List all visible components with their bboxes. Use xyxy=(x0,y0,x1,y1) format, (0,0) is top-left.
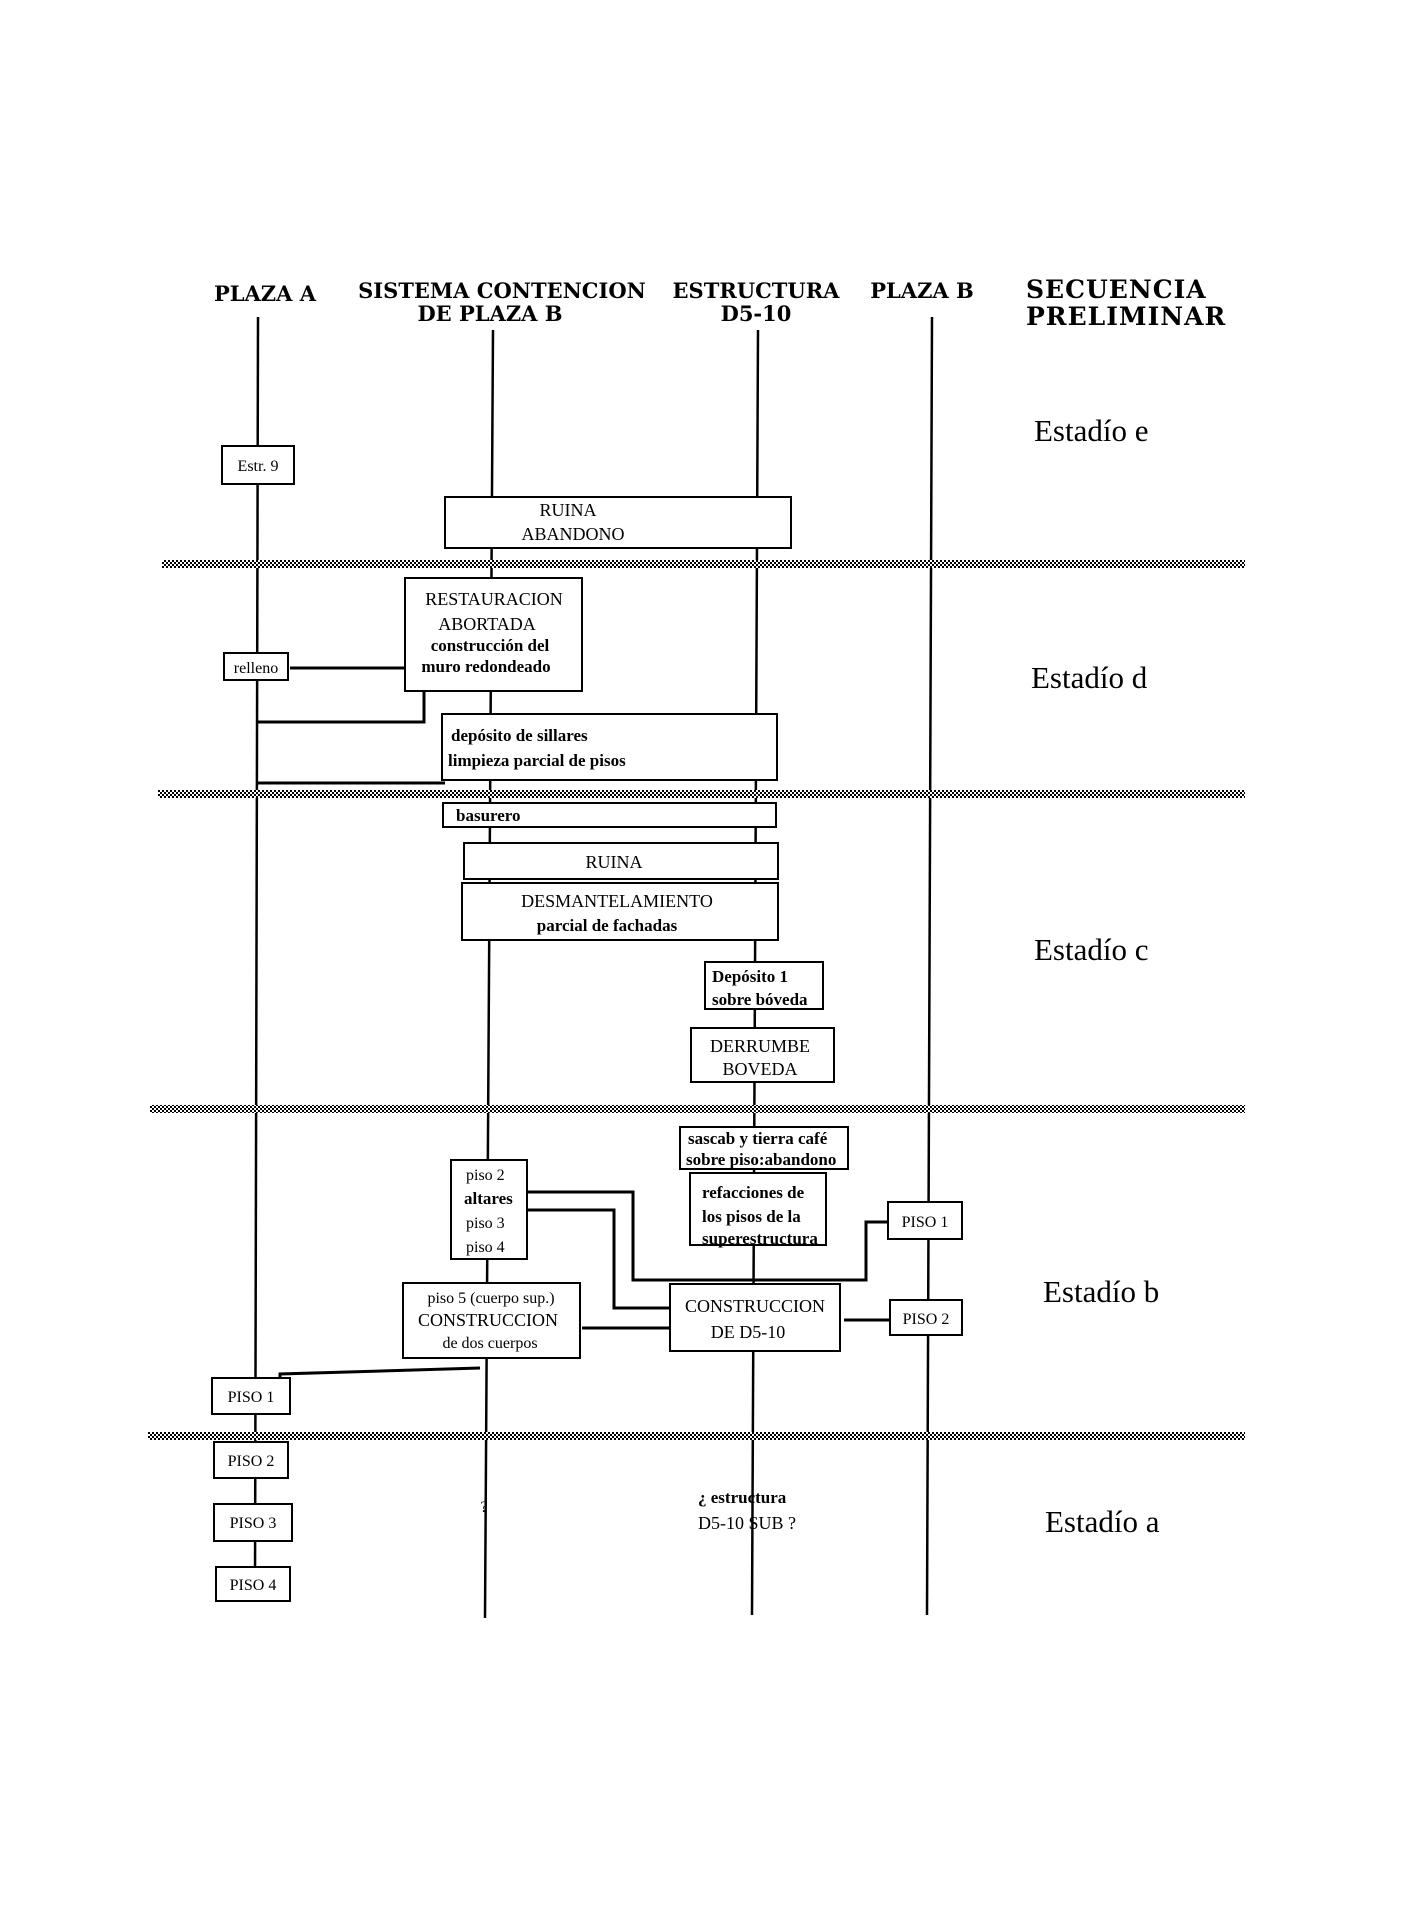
separator-d-c xyxy=(158,790,1245,798)
header-secuencia-line1: SECUENCIA xyxy=(1026,275,1207,304)
text-piso4: piso 4 xyxy=(466,1239,505,1256)
text-piso5-1: piso 5 (cuerpo sup.) xyxy=(427,1290,554,1307)
separator-e-d xyxy=(162,560,1245,568)
connector-piso5-plazaa xyxy=(278,1366,481,1390)
text-deposito1-2: sobre bóveda xyxy=(712,990,808,1009)
connector-plazaa-restauracion xyxy=(258,690,426,724)
stage-a: Estadío a xyxy=(1045,1504,1160,1539)
box-plazaa-piso3 xyxy=(213,1503,293,1542)
box-plazab-piso2 xyxy=(889,1299,963,1336)
box-piso2-altares xyxy=(450,1159,528,1260)
header-plaza-a: PLAZA A xyxy=(214,281,317,306)
header-sistema-line2: DE PLAZA B xyxy=(417,301,562,326)
stage-b: Estadío b xyxy=(1043,1274,1159,1309)
box-plazaa-piso2 xyxy=(213,1441,289,1479)
text-restauracion-3: construcción del xyxy=(431,636,550,655)
text-plazaa-piso4: PISO 4 xyxy=(230,1577,277,1594)
text-refacciones-3: superestructura xyxy=(702,1229,818,1248)
box-ruina-abandono xyxy=(444,496,792,549)
box-deposito-sillares xyxy=(441,713,778,781)
header-plaza-b: PLAZA B xyxy=(870,278,974,303)
box-relleno xyxy=(223,652,289,681)
box-derrumbe xyxy=(690,1027,835,1083)
separator-b-a xyxy=(148,1432,1245,1440)
text-sascab-1: sascab y tierra café xyxy=(688,1129,828,1148)
text-construccion-2: DE D5-10 xyxy=(711,1322,786,1342)
text-derrumbe-2: BOVEDA xyxy=(723,1059,798,1079)
timeline-plaza-b xyxy=(925,316,934,1616)
text-estructura-sub-2: D5-10 SUB ? xyxy=(698,1513,796,1533)
text-restauracion-1: RESTAURACION xyxy=(425,589,563,609)
text-ruina-abandono-1: RUINA xyxy=(540,500,597,520)
box-basurero xyxy=(442,802,777,828)
text-question: ? xyxy=(480,1499,487,1516)
text-ruina-abandono-2: ABANDONO xyxy=(522,524,625,544)
box-deposito1 xyxy=(704,961,824,1010)
text-deposito-sillares-2: limpieza parcial de pisos xyxy=(448,751,626,770)
box-sascab xyxy=(679,1126,849,1170)
box-desmantelamiento xyxy=(461,882,779,941)
text-sascab-2: sobre piso:abandono xyxy=(686,1150,836,1169)
text-derrumbe-1: DERRUMBE xyxy=(710,1036,810,1056)
text-ruina: RUINA xyxy=(586,852,643,872)
stage-e: Estadío e xyxy=(1034,413,1149,448)
box-construccion xyxy=(669,1283,841,1352)
text-desmantelamiento-1: DESMANTELAMIENTO xyxy=(521,891,713,911)
text-desmantelamiento-2: parcial de fachadas xyxy=(537,916,678,935)
text-deposito-sillares-1: depósito de sillares xyxy=(451,726,588,745)
text-piso5-3: de dos cuerpos xyxy=(442,1335,537,1352)
header-estructura-line2: D5-10 xyxy=(721,301,792,326)
header-sistema-line1: SISTEMA CONTENCION xyxy=(358,278,646,303)
text-plazaa-piso1: PISO 1 xyxy=(228,1389,275,1406)
text-restauracion-4: muro redondeado xyxy=(421,657,550,676)
stage-c: Estadío c xyxy=(1034,932,1149,967)
text-estructura-sub-1: ¿ estructura xyxy=(698,1488,787,1507)
separator-c-b xyxy=(150,1105,1245,1113)
text-altares: altares xyxy=(464,1189,513,1208)
text-deposito1-1: Depósito 1 xyxy=(712,967,788,986)
text-relleno: relleno xyxy=(234,660,278,677)
box-ruina xyxy=(463,842,779,880)
connector-altares-construccion xyxy=(528,1208,674,1310)
box-refacciones xyxy=(689,1172,827,1246)
text-plazaa-piso2: PISO 2 xyxy=(228,1453,275,1470)
connector-altares-plazab xyxy=(528,1190,888,1282)
text-plazab-piso2: PISO 2 xyxy=(903,1311,950,1328)
text-refacciones-2: los pisos de la xyxy=(702,1207,801,1226)
box-estr9 xyxy=(221,445,295,485)
timeline-plaza-a xyxy=(253,316,260,1586)
stage-d: Estadío d xyxy=(1031,660,1148,695)
box-piso5 xyxy=(402,1282,581,1359)
text-plazab-piso1: PISO 1 xyxy=(902,1214,949,1231)
header-estructura-line1: ESTRUCTURA xyxy=(673,278,841,303)
text-piso3: piso 3 xyxy=(466,1215,505,1232)
text-refacciones-1: refacciones de xyxy=(702,1183,805,1202)
text-piso2: piso 2 xyxy=(466,1167,505,1184)
text-construccion-1: CONSTRUCCION xyxy=(685,1296,825,1316)
connectors xyxy=(258,666,893,1390)
box-plazaa-piso4 xyxy=(215,1566,291,1602)
text-basurero: basurero xyxy=(456,806,521,825)
text-estr9: Estr. 9 xyxy=(238,458,279,475)
text-plazaa-piso3: PISO 3 xyxy=(230,1515,277,1532)
text-piso5-2: CONSTRUCCION xyxy=(418,1310,558,1330)
box-plazab-piso1 xyxy=(887,1201,963,1240)
text-restauracion-2: ABORTADA xyxy=(438,614,535,634)
header-secuencia-line2: PRELIMINAR xyxy=(1026,302,1226,331)
box-plazaa-piso1 xyxy=(211,1377,291,1415)
box-restauracion xyxy=(404,577,583,692)
